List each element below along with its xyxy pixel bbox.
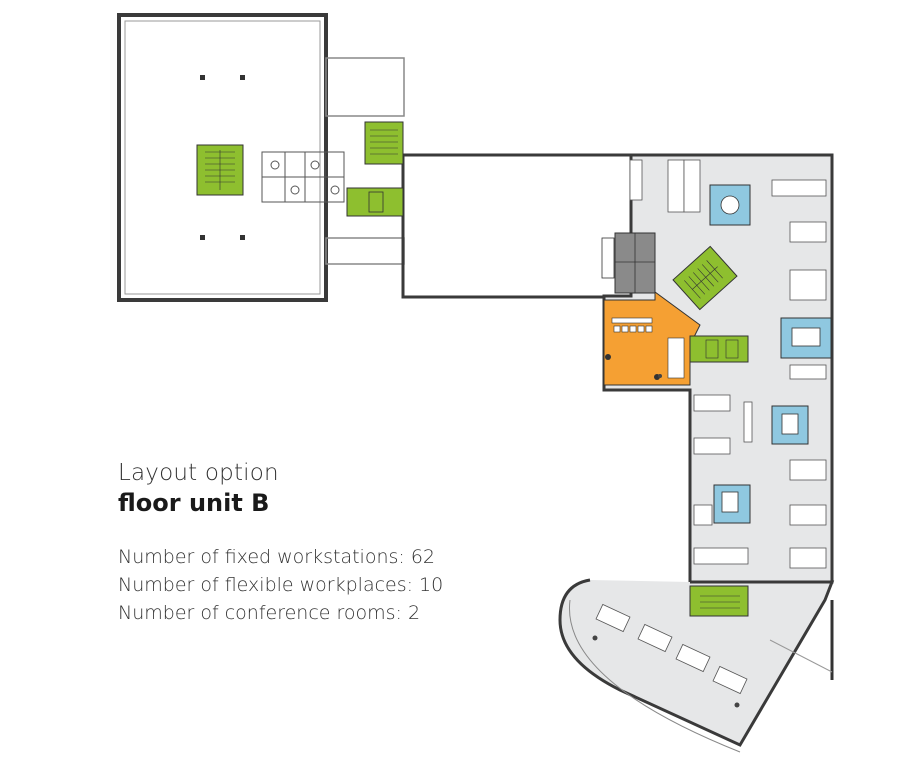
kitchen <box>603 291 701 386</box>
columns <box>200 75 245 240</box>
heading-line-1: Layout option <box>118 460 279 486</box>
stat-label: Number of fixed workstations: <box>118 546 405 568</box>
stair-core-left <box>196 144 244 196</box>
stat-label: Number of flexible workplaces: <box>118 574 414 596</box>
heading-line-2: floor unit B <box>118 489 270 517</box>
stat-fixed-workstations: Number of fixed workstations:62 <box>118 543 443 571</box>
stair-core-middle <box>346 121 404 217</box>
desk-groups <box>595 159 827 695</box>
stat-conference-rooms: Number of conference rooms:2 <box>118 599 443 627</box>
meeting-rooms <box>709 184 832 524</box>
layout-heading: Layout option floor unit B <box>118 458 279 518</box>
building-left <box>117 13 633 302</box>
stair-core-south <box>689 585 749 617</box>
stats-list: Number of fixed workstations:62 Number o… <box>118 543 443 627</box>
stat-value: 62 <box>410 546 435 568</box>
stair-core-diagonal <box>672 245 738 311</box>
stat-flexible-workplaces: Number of flexible workplaces:10 <box>118 571 443 599</box>
stat-label: Number of conference rooms: <box>118 602 402 624</box>
service-core <box>601 232 656 294</box>
toilet-core <box>261 151 345 203</box>
lounge-green <box>689 335 749 363</box>
columns-right <box>592 374 740 708</box>
stat-value: 10 <box>419 574 444 596</box>
stat-value: 2 <box>407 602 421 624</box>
